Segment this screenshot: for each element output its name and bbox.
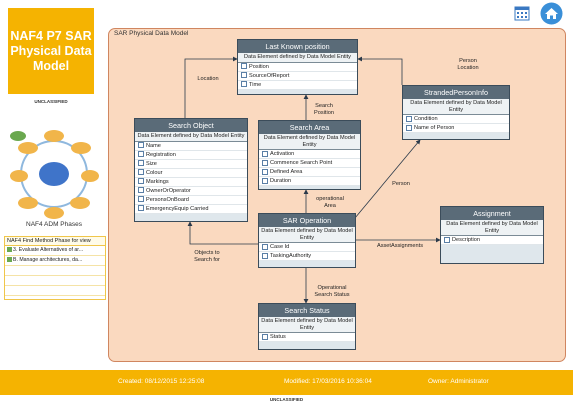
find-method-empty-row (5, 266, 105, 276)
panel-title: SAR Physical Data Model (114, 30, 189, 37)
phases-label: NAF4 ADM Phases (26, 221, 82, 228)
entity-description: Data Element defined by Data Model Entit… (259, 134, 360, 149)
entity-description: Data Element defined by Data Model Entit… (259, 227, 355, 242)
label-operational-search-status: Operational Search Status (314, 285, 350, 298)
entity-name: SAR Operation (259, 214, 355, 227)
entity-attribute: Markings (135, 178, 247, 187)
home-icon[interactable] (540, 2, 563, 25)
label-objects-to-search-for: Objects to Search for (194, 250, 220, 263)
connector-person (354, 139, 421, 219)
entity-attribute: Name of Person (403, 124, 509, 133)
label-person: Person (392, 181, 410, 187)
entity-description: Data Element defined by Data Model Entit… (259, 317, 355, 332)
entity-description: Data Element defined by Data Model Entit… (403, 99, 509, 114)
attribute-icon (138, 178, 144, 185)
entity-search-object[interactable]: Search Object Data Element defined by Da… (134, 118, 248, 222)
entity-description: Data Element defined by Data Model Entit… (441, 220, 543, 235)
entity-description: Data Element defined by Data Model Entit… (135, 132, 247, 141)
attribute-icon (138, 169, 144, 176)
attribute-icon (262, 243, 268, 250)
entity-name: Search Object (135, 119, 247, 132)
label-operational-area: operational Area (316, 196, 344, 209)
entity-stranded-person-info[interactable]: StrandedPersonInfo Data Element defined … (402, 85, 510, 140)
entity-attribute: EmergencyEquip Carried (135, 205, 247, 214)
entity-attribute: Condition (403, 115, 509, 124)
find-method-empty-row (5, 286, 105, 296)
entity-attribute: Duration (259, 177, 360, 186)
entity-attribute: Status (259, 333, 355, 342)
find-method-title: NAF4 Find Method Phase for view (5, 237, 105, 246)
attribute-icon (262, 252, 268, 259)
attribute-icon (138, 160, 144, 167)
entity-name: Search Status (259, 304, 355, 317)
entity-attribute: Registration (135, 151, 247, 160)
footer-classification: UNCLASSIFIED (269, 397, 304, 402)
attribute-icon (138, 151, 144, 158)
label-location: Location (197, 76, 219, 82)
attribute-icon (241, 63, 247, 70)
entity-attribute: Defined Area (259, 168, 360, 177)
attribute-icon (262, 168, 268, 175)
footer-owner: Owner: Administrator (428, 378, 489, 385)
attribute-icon (241, 72, 247, 79)
entity-description: Data Element defined by Data Model Entit… (238, 53, 357, 62)
connector-person-location (357, 56, 403, 85)
adm-phases-wheel[interactable] (8, 128, 100, 220)
attribute-icon (138, 196, 144, 203)
entity-name: StrandedPersonInfo (403, 86, 509, 99)
attribute-icon (138, 187, 144, 194)
find-method-panel: NAF4 Find Method Phase for view 3. Evalu… (4, 236, 106, 300)
entity-attribute: Time (238, 81, 357, 90)
footer-modified: Modified: 17/03/2016 10:36:04 (284, 378, 372, 385)
attribute-icon (241, 81, 247, 88)
phase-icon (7, 247, 12, 253)
label-person-location: Person Location (457, 58, 479, 71)
attribute-icon (262, 159, 268, 166)
entity-attribute: Activation (259, 150, 360, 159)
entity-attribute: Size (135, 160, 247, 169)
classification-label: UNCLASSIFIED (34, 99, 68, 104)
footer-bar (0, 370, 573, 395)
phase-icon (7, 257, 12, 263)
entity-attribute: Position (238, 63, 357, 72)
entity-attribute: Colour (135, 169, 247, 178)
entity-assignment[interactable]: Assignment Data Element defined by Data … (440, 206, 544, 264)
entity-name: Assignment (441, 207, 543, 220)
attribute-icon (262, 333, 268, 340)
find-method-empty-row (5, 276, 105, 286)
attribute-icon (406, 115, 412, 122)
entity-last-known-position[interactable]: Last Known position Data Element defined… (237, 39, 358, 95)
entity-name: Search Area (259, 121, 360, 134)
entity-attribute: Case Id (259, 243, 355, 252)
entity-attribute: Description (441, 236, 543, 245)
entity-attribute: Commence Search Point (259, 159, 360, 168)
find-method-item[interactable]: 3. Evaluate Alternatives of ar... (5, 246, 105, 256)
entity-search-area[interactable]: Search Area Data Element defined by Data… (258, 120, 361, 190)
entity-attribute: OwnerOrOperator (135, 187, 247, 196)
connector-location (184, 56, 238, 118)
calendar-icon[interactable] (514, 5, 530, 21)
label-asset-assignments: AssetAssignments (376, 243, 423, 249)
entity-name: Last Known position (238, 40, 357, 53)
entity-attribute: Name (135, 142, 247, 151)
attribute-icon (262, 150, 268, 157)
attribute-icon (138, 142, 144, 149)
entity-search-status[interactable]: Search Status Data Element defined by Da… (258, 303, 356, 350)
find-method-item[interactable]: B. Manage architectures, da... (5, 256, 105, 266)
diagram-title: NAF4 P7 SAR Physical Data Model (8, 8, 94, 94)
footer-created: Created: 08/12/2015 12:25:08 (118, 378, 205, 385)
attribute-icon (444, 236, 450, 243)
label-search-position: Search Position (314, 103, 334, 116)
entity-attribute: PersonsOnBoard (135, 196, 247, 205)
attribute-icon (262, 177, 268, 184)
entity-sar-operation[interactable]: SAR Operation Data Element defined by Da… (258, 213, 356, 268)
entity-attribute: SourceOfReport (238, 72, 357, 81)
connector-objects-to-search (187, 221, 258, 245)
entity-attribute: TaskingAuthority (259, 252, 355, 261)
attribute-icon (138, 205, 144, 212)
attribute-icon (406, 124, 412, 131)
